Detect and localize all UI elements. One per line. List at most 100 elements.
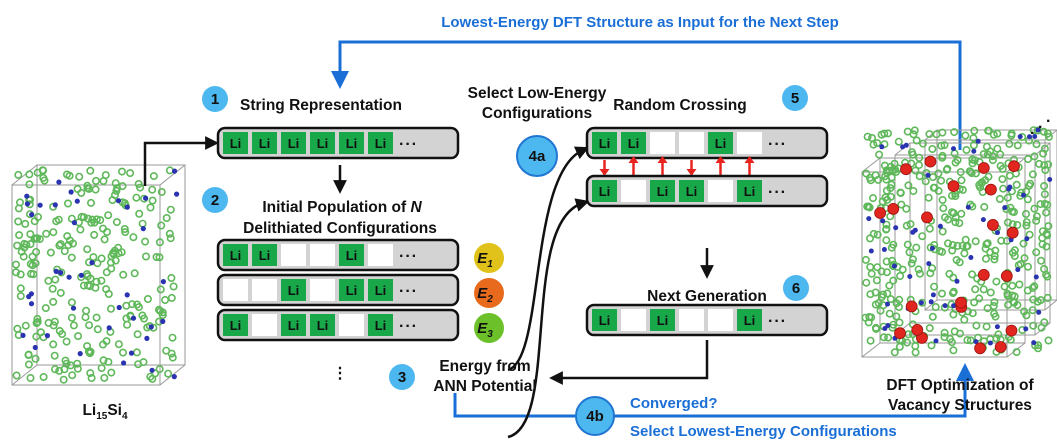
string-bar bbox=[216, 238, 460, 272]
step-1-title: String Representation bbox=[240, 97, 402, 114]
svg-text:E3: E3 bbox=[477, 320, 493, 340]
li-cell bbox=[223, 314, 248, 336]
string-ellipsis: ··· bbox=[768, 136, 787, 153]
svg-text:·: · bbox=[1030, 125, 1036, 142]
li-cell bbox=[281, 279, 306, 301]
li-cell-label: Li bbox=[259, 136, 271, 151]
population-more-indicator: ⋮ bbox=[332, 365, 348, 382]
svg-text:4a: 4a bbox=[529, 148, 546, 165]
li-cell-label: Li bbox=[375, 136, 387, 151]
string-bar bbox=[216, 126, 460, 160]
svg-text:2: 2 bbox=[211, 192, 219, 209]
string-ellipsis: ··· bbox=[399, 318, 418, 335]
li-cell bbox=[737, 180, 762, 202]
vacancy-cell bbox=[708, 180, 733, 202]
vacancy-cell bbox=[708, 309, 733, 331]
li-cell bbox=[339, 279, 364, 301]
vacancy-cell bbox=[679, 132, 704, 154]
vacancy-cell bbox=[650, 132, 675, 154]
li-cell-label: Li bbox=[288, 136, 300, 151]
li-cell-label: Li bbox=[628, 136, 640, 151]
svg-text:5: 5 bbox=[791, 90, 799, 107]
vacancy-cell bbox=[621, 309, 646, 331]
li15si4-structure bbox=[11, 164, 186, 386]
energy-badge-3: E3 bbox=[474, 313, 504, 343]
vacancy-cell bbox=[339, 314, 364, 336]
li15si4-label: Li15Si4 bbox=[82, 402, 128, 422]
vacancy-cell bbox=[310, 244, 335, 266]
li-cell-label: Li bbox=[346, 283, 358, 298]
dft-vacancy-structure bbox=[861, 126, 1057, 358]
svg-text:1: 1 bbox=[211, 91, 219, 108]
li-cell bbox=[592, 180, 617, 202]
step-2-title-line1: Initial Population of N bbox=[262, 199, 422, 216]
feedback-label: Lowest-Energy DFT Structure as Input for… bbox=[441, 14, 839, 31]
li-cell bbox=[368, 132, 393, 154]
svg-text:E2: E2 bbox=[477, 285, 493, 305]
dft-label-line2: Vacancy Structures bbox=[888, 397, 1032, 414]
svg-text:6: 6 bbox=[792, 280, 800, 297]
step-2-title-line2: Delithiated Configurations bbox=[243, 220, 437, 237]
li-cell-label: Li bbox=[230, 318, 242, 333]
string-bar bbox=[585, 303, 829, 337]
li-cell-label: Li bbox=[375, 318, 387, 333]
svg-text:E1: E1 bbox=[477, 250, 493, 270]
step-3-title-line1: Energy from bbox=[439, 358, 530, 375]
li-cell-label: Li bbox=[230, 248, 242, 263]
svg-text:3: 3 bbox=[398, 369, 406, 386]
li-cell bbox=[339, 132, 364, 154]
li-cell bbox=[679, 180, 704, 202]
li-cell bbox=[621, 132, 646, 154]
vacancy-cell bbox=[621, 180, 646, 202]
step-6-title: Next Generation bbox=[647, 288, 767, 305]
feedback-loop-arrow bbox=[331, 40, 962, 150]
li-cell-label: Li bbox=[230, 136, 242, 151]
string-ellipsis: ··· bbox=[768, 313, 787, 330]
li-cell bbox=[650, 309, 675, 331]
string-ellipsis: ··· bbox=[399, 136, 418, 153]
nextgen-to-energy-arrow bbox=[549, 340, 709, 385]
step-5-badge: 5 bbox=[782, 85, 808, 111]
li-cell bbox=[368, 314, 393, 336]
li-cell-label: Li bbox=[375, 283, 387, 298]
li-cell bbox=[368, 279, 393, 301]
select-e3-arrow bbox=[507, 198, 590, 439]
vacancy-cell bbox=[679, 309, 704, 331]
li-cell-label: Li bbox=[346, 248, 358, 263]
more-structures-indicator: · · · bbox=[1030, 113, 1052, 142]
vacancy-cell bbox=[737, 132, 762, 154]
step-4a-title-line2: Configurations bbox=[482, 105, 592, 122]
vacancy-cell bbox=[368, 244, 393, 266]
string-bar bbox=[216, 308, 460, 342]
svg-text:·: · bbox=[1046, 113, 1052, 130]
li-cell-label: Li bbox=[346, 136, 358, 151]
li-cell-label: Li bbox=[259, 248, 271, 263]
vacancy-cell bbox=[252, 314, 277, 336]
converged-label: Converged? bbox=[630, 395, 718, 412]
svg-text:4b: 4b bbox=[586, 408, 604, 425]
step-4a-badge: 4a bbox=[516, 135, 558, 177]
step-4b-badge: 4b bbox=[575, 396, 615, 436]
li-cell bbox=[310, 314, 335, 336]
vacancy-cell bbox=[223, 279, 248, 301]
li-cell-label: Li bbox=[317, 318, 329, 333]
select-e1-arrow bbox=[507, 146, 590, 372]
li-cell-label: Li bbox=[686, 184, 698, 199]
step-6-badge: 6 bbox=[783, 275, 809, 301]
select-lowest-label: Select Lowest-Energy Configurations bbox=[630, 423, 897, 440]
step-3-title-line2: ANN Potential bbox=[433, 378, 536, 395]
energy-badge-1: E1 bbox=[474, 243, 504, 273]
step-5-title: Random Crossing bbox=[613, 97, 746, 114]
structure-to-string-arrow bbox=[143, 136, 219, 186]
svg-text:·: · bbox=[1038, 119, 1044, 136]
li-cell bbox=[281, 314, 306, 336]
string-bar bbox=[585, 126, 829, 160]
li-cell bbox=[252, 132, 277, 154]
li-cell-label: Li bbox=[744, 184, 756, 199]
